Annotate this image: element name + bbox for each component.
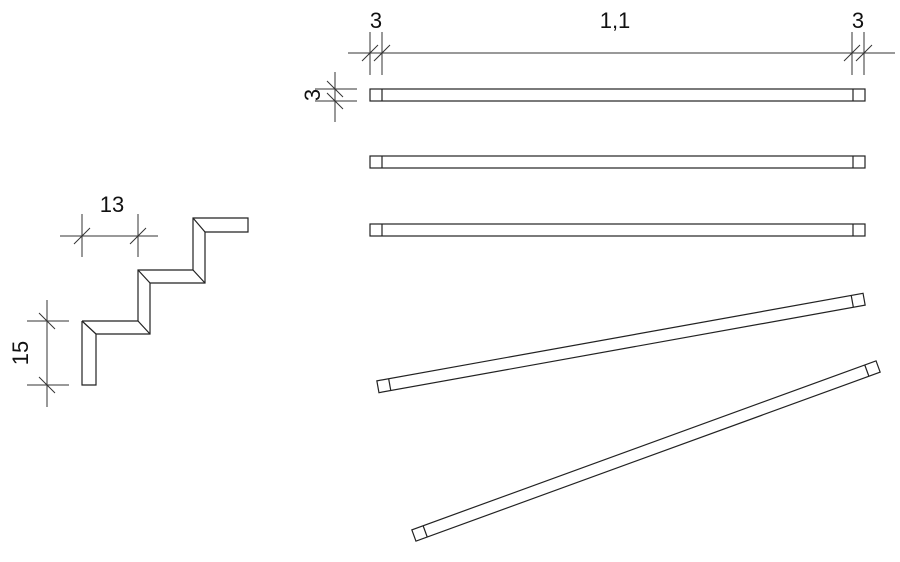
length-dimension: 3 1,1 3 — [348, 8, 895, 75]
right-end-dimension-label: 3 — [852, 8, 864, 33]
length-dimension-label: 1,1 — [600, 8, 631, 33]
left-end-dimension-label: 3 — [370, 8, 382, 33]
tread-dimension: 13 — [60, 192, 158, 257]
riser-dimension: 15 — [8, 300, 69, 407]
bar-3 — [369, 223, 866, 237]
bar-1 — [369, 88, 866, 102]
bar-2 — [369, 155, 866, 169]
thickness-dimension-label: 3 — [300, 89, 325, 101]
bar-5 — [411, 360, 881, 542]
tread-dimension-label: 13 — [100, 192, 124, 217]
thickness-dimension: 3 — [300, 72, 357, 122]
bar-4 — [376, 292, 866, 394]
riser-dimension-label: 15 — [8, 341, 33, 365]
stair-profile — [81, 217, 249, 386]
